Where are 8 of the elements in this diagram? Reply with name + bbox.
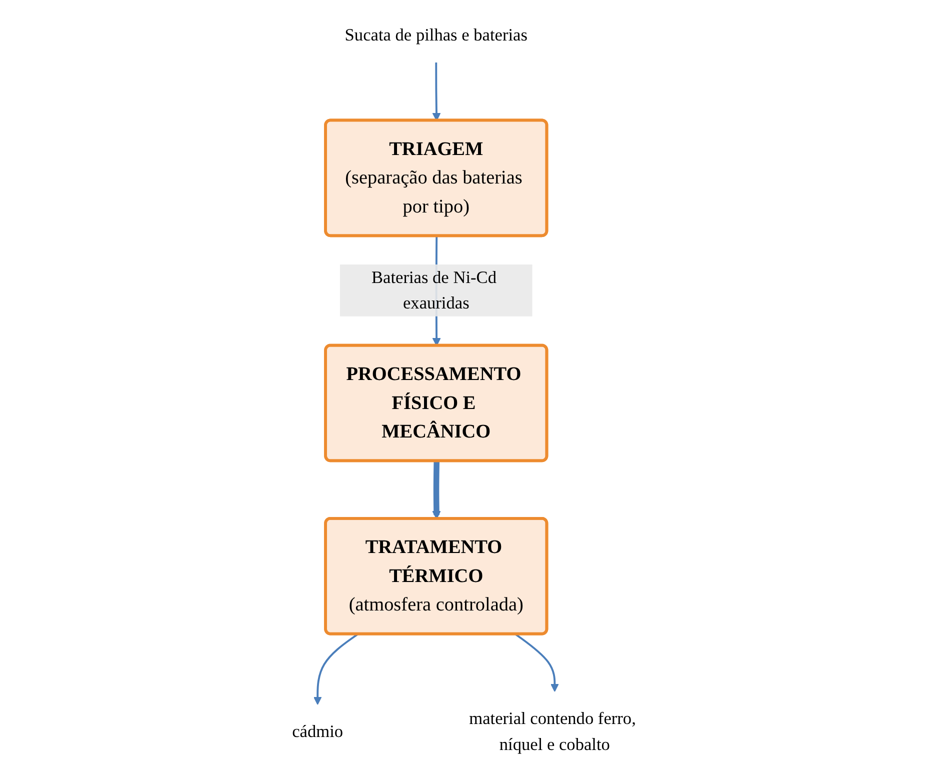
node-text: cádmio	[292, 722, 344, 742]
arrow	[432, 62, 441, 122]
arrow	[432, 461, 441, 520]
node-text: material contendo ferro, níquel e cobalto	[469, 708, 636, 754]
node-text: Sucata de pilhas e baterias	[344, 25, 528, 44]
edge-label: Baterias de Ni-Cd exauridas	[371, 267, 496, 313]
arrow	[515, 634, 559, 692]
arrow	[313, 634, 358, 705]
